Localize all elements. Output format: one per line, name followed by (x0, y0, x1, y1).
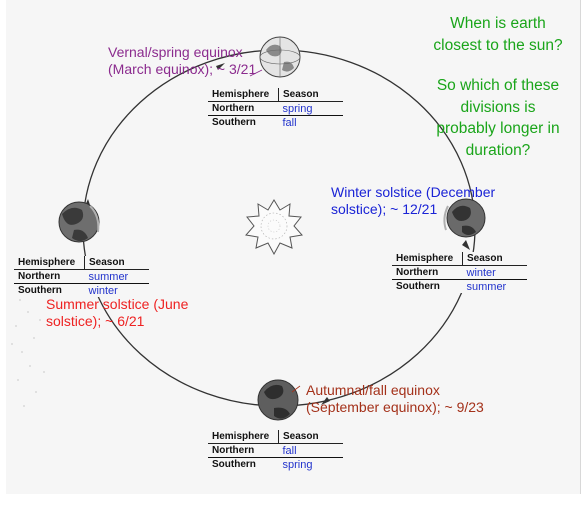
orbit-arrow-top (216, 63, 225, 70)
label-line: solstice); ~ 6/21 (46, 313, 145, 329)
orbit-arrow-bottom (321, 397, 330, 405)
earth-globe-icon-right (443, 198, 486, 238)
northern-label: Northern (208, 443, 279, 458)
paper-texture (11, 299, 45, 407)
southern-label: Southern (208, 457, 279, 471)
question-text: When is earth closest to the sun? So whi… (418, 13, 578, 161)
winter-solstice-label: Winter solstice (December solstice); ~ 1… (331, 184, 495, 218)
season-header: Season (283, 89, 319, 100)
label-line: Winter solstice (December (331, 184, 496, 200)
season-table-top: Hemisphere Season Northern spring Southe… (208, 88, 343, 129)
season-table-left: Hemisphere Season Northern summer Southe… (14, 256, 149, 297)
northern-label: Northern (14, 269, 85, 284)
northern-season-value: winter (462, 265, 527, 280)
northern-season-value: spring (278, 101, 343, 116)
question-line: When is earth (450, 15, 546, 32)
pointer-line-autumnal (291, 385, 301, 393)
southern-label: Southern (208, 115, 279, 129)
season-header: Season (283, 431, 319, 442)
season-header: Season (467, 253, 503, 264)
hemisphere-header: Hemisphere (14, 256, 85, 270)
sun-icon (245, 199, 303, 256)
northern-season-value: fall (278, 443, 343, 458)
label-line: Vernal/spring equinox (108, 44, 243, 60)
season-table-bottom: Hemisphere Season Northern fall Southern… (208, 430, 343, 471)
southern-season-value: summer (462, 279, 527, 293)
label-line: (March equinox); ~ 3/21 (108, 61, 257, 77)
hemisphere-header: Hemisphere (208, 88, 279, 102)
autumnal-equinox-label: Autumnal/fall equinox (September equinox… (306, 382, 484, 416)
vernal-equinox-label: Vernal/spring equinox (March equinox); ~… (108, 44, 256, 78)
question-line: So which of these (436, 77, 560, 94)
hemisphere-header: Hemisphere (208, 430, 279, 444)
question-line: probably longer in (436, 120, 560, 137)
label-line: (September equinox); ~ 9/23 (306, 399, 484, 415)
question-line: duration? (465, 141, 531, 159)
label-line: solstice); ~ 12/21 (331, 201, 438, 217)
season-table-right: Hemisphere Season Northern winter Southe… (392, 252, 527, 293)
hemisphere-header: Hemisphere (392, 252, 463, 266)
orbit-arrow-right (462, 240, 470, 250)
northern-label: Northern (208, 101, 279, 116)
question-line: divisions is (460, 98, 536, 116)
earth-globe-icon-top (259, 36, 301, 78)
southern-season-value: spring (278, 457, 343, 471)
pointer-line-vernal (249, 69, 263, 77)
southern-label: Southern (392, 279, 463, 293)
southern-season-value: fall (278, 115, 343, 129)
summer-solstice-label: Summer solstice (June solstice); ~ 6/21 (46, 296, 188, 330)
season-header: Season (89, 257, 125, 268)
question-line: closest to the sun? (433, 36, 563, 54)
label-line: Autumnal/fall equinox (306, 382, 440, 398)
southern-season-value: winter (84, 283, 149, 297)
southern-label: Southern (14, 283, 85, 297)
label-line: Summer solstice (June (46, 296, 189, 312)
earth-globe-icon-bottom (257, 379, 299, 421)
northern-label: Northern (392, 265, 463, 280)
bottom-margin (0, 494, 582, 516)
northern-season-value: summer (84, 269, 149, 284)
earth-globe-icon-left (58, 201, 100, 243)
